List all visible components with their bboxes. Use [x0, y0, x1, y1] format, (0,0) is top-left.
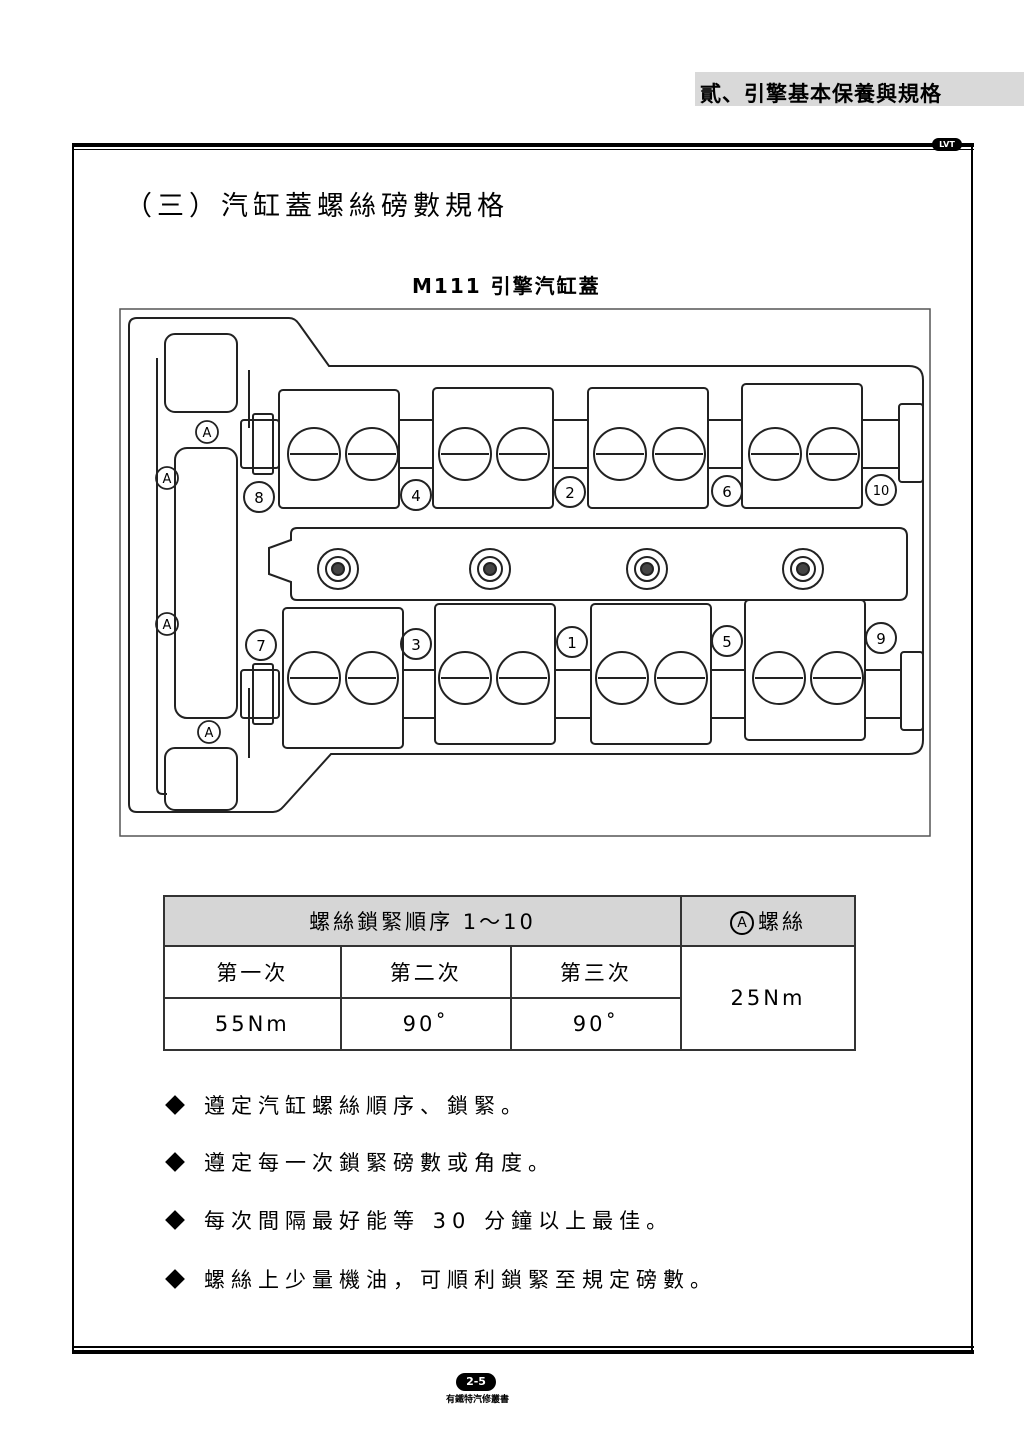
header-aux-text: 螺絲: [758, 910, 806, 934]
top-rule-thick: [72, 143, 974, 147]
aux-bolt-marker: [155, 612, 179, 636]
bolt-label-8: 8: [254, 489, 264, 507]
bolt-label-6: 6: [722, 483, 732, 501]
diagram-frame: [119, 308, 931, 837]
left-center-block: [174, 447, 238, 719]
aux-bolt-torque-value: 25Nm: [680, 945, 856, 1051]
step-3-value: 90˚: [509, 997, 683, 1051]
bridge-top-left-cap: [252, 413, 274, 475]
bottom-rule-thin: [72, 1346, 974, 1348]
table-row-values: 55Nm 90˚ 90˚: [163, 997, 855, 1051]
note-text: 遵定汽缸螺絲順序、鎖緊。: [204, 1094, 528, 1118]
note-item: 每次間隔最好能等 30 分鐘以上最佳。: [165, 1205, 674, 1235]
diamond-bullet-icon: [165, 1095, 185, 1115]
cylinder-head-diagram: A A A A 8 4 2 6 10 7 3 1 5 9: [119, 308, 931, 837]
aux-bolt-marker-label: A: [205, 726, 214, 741]
frame-right-border: [971, 143, 973, 1353]
bridge-bottom-left: [240, 669, 280, 719]
aux-bolt-marker: [195, 420, 219, 444]
spark-plug-wells: [317, 548, 824, 590]
aux-bolt-marker: [197, 720, 221, 744]
head-outline: [128, 317, 924, 813]
camshaft-journals-top: [287, 427, 860, 481]
step-2-label: 第二次: [339, 945, 512, 999]
bolt-label-1: 1: [567, 634, 577, 652]
bolt-label-9: 9: [876, 630, 886, 648]
note-item: 遵定每一次鎖緊磅數或角度。: [165, 1147, 555, 1177]
page-number-badge: 2-5: [456, 1373, 496, 1391]
step-2-value: 90˚: [339, 997, 512, 1051]
note-text: 每次間隔最好能等 30 分鐘以上最佳。: [204, 1209, 674, 1233]
bridge-bottom-left-cap: [252, 663, 274, 725]
header-sequence: 螺絲鎖緊順序 1～10: [163, 895, 682, 947]
publisher-logo-badge: LVT: [932, 138, 962, 151]
step-3-label: 第三次: [509, 945, 683, 999]
chapter-tab-background: [695, 72, 1024, 106]
right-end-bottom: [900, 651, 924, 731]
camshaft-journals-bottom: [287, 651, 864, 705]
bolt-label-7: 7: [256, 637, 266, 655]
bolt-label-4: 4: [411, 487, 421, 505]
aux-bolt-marker-label: A: [163, 618, 172, 633]
bolt-label-10: 10: [873, 484, 890, 499]
diamond-bullet-icon: [165, 1269, 185, 1289]
note-text: 螺絲上少量機油，可順利鎖緊至規定磅數。: [204, 1268, 717, 1292]
aux-bolt-markers: [155, 420, 221, 744]
aux-bolt-symbol: A: [730, 911, 754, 935]
aux-bolt-marker-label: A: [203, 426, 212, 441]
note-item: 遵定汽缸螺絲順序、鎖緊。: [165, 1090, 528, 1120]
step-1-value: 55Nm: [163, 997, 342, 1051]
chapter-title: 貳、引擎基本保養與規格: [700, 82, 942, 106]
spark-plug-strip: [268, 527, 908, 601]
left-gallery: [156, 358, 167, 795]
left-upper-block: [164, 333, 238, 413]
bolt-label-2: 2: [565, 484, 575, 502]
cam-blocks-top: [278, 383, 900, 509]
top-rule-thin: [72, 149, 974, 150]
bolt-number-rings: [243, 474, 897, 661]
frame-left-border: [72, 143, 74, 1353]
publisher-name: 有鐵特汽修叢書: [446, 1395, 510, 1405]
cam-blocks-bottom: [282, 599, 902, 749]
right-end-top: [898, 403, 924, 483]
diamond-bullet-icon: [165, 1210, 185, 1230]
step-1-label: 第一次: [163, 945, 342, 999]
left-lower-block: [164, 747, 238, 811]
table-row-steps: 第一次 第二次 第三次 25Nm: [163, 945, 856, 1051]
note-item: 螺絲上少量機油，可順利鎖緊至規定磅數。: [165, 1264, 717, 1294]
diamond-bullet-icon: [165, 1152, 185, 1172]
note-text: 遵定每一次鎖緊磅數或角度。: [204, 1151, 555, 1175]
bolt-label-5: 5: [722, 633, 732, 651]
aux-bolt-marker-label: A: [163, 472, 172, 487]
figure-title: M111 引擎汽缸蓋: [412, 274, 601, 298]
bottom-rule-thick: [72, 1350, 974, 1354]
bolt-label-3: 3: [411, 636, 421, 654]
section-heading: （三）汽缸蓋螺絲磅數規格: [125, 191, 509, 222]
aux-bolt-marker: [155, 466, 179, 490]
